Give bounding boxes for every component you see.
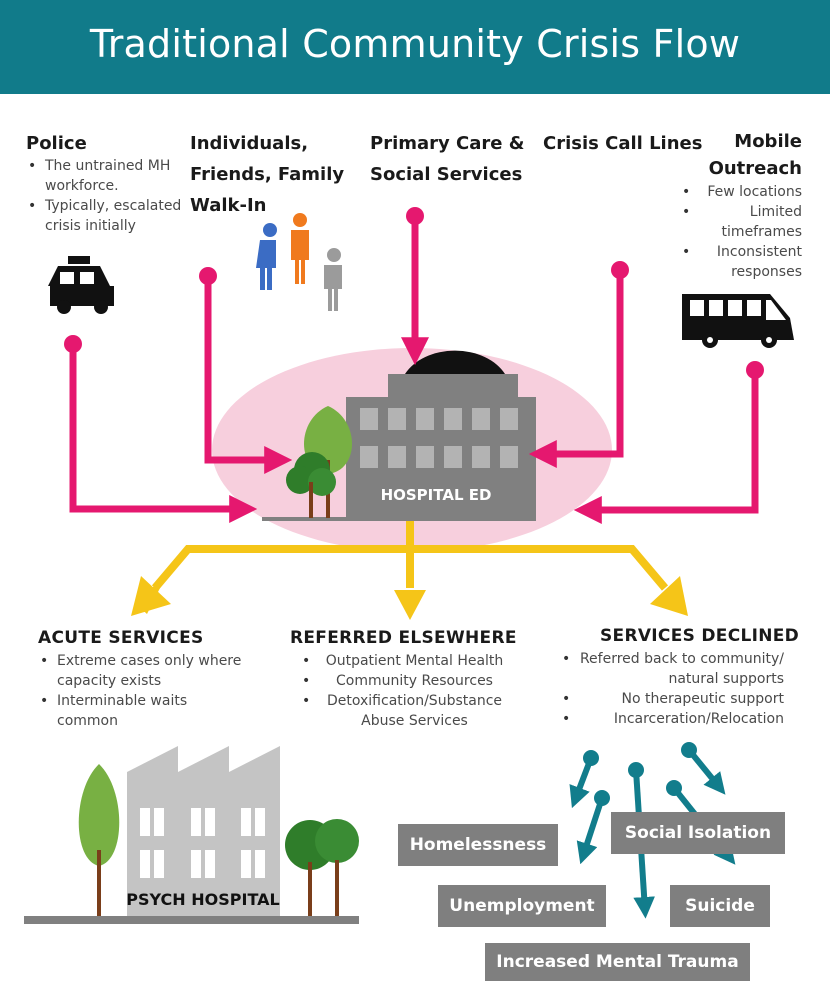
bullet-item: Referred back to community/ natural supp…	[560, 649, 784, 689]
bus-icon	[682, 294, 794, 348]
arrowhead-declined	[650, 576, 688, 616]
source-mobile-title: Mobile Outreach	[708, 131, 802, 179]
bullet-item: Community Resources	[300, 671, 510, 691]
consequence-unemployment: Unemployment	[438, 885, 606, 927]
psych-hospital-building	[24, 746, 359, 924]
bullet-item: Limited timeframes	[680, 202, 802, 242]
bullet-item: Inconsistent responses	[680, 242, 802, 282]
page-title: Traditional Community Crisis Flow	[89, 22, 741, 66]
hospital-ed-building	[262, 350, 536, 521]
arrow-police	[69, 344, 258, 523]
source-police-title: Police	[26, 133, 87, 154]
inflow-arrows	[69, 216, 759, 524]
dot-individuals	[199, 267, 217, 285]
arrowhead-referred	[394, 590, 426, 620]
outcome-referred-bullets: Outpatient Mental Health Community Resou…	[300, 651, 510, 731]
consequence-suicide: Suicide	[670, 885, 770, 927]
dot-crisis-lines	[611, 261, 629, 279]
outcome-declined-bullets: Referred back to community/ natural supp…	[560, 649, 784, 729]
bullet-item: Typically, escalated crisis initially	[26, 196, 186, 236]
dot-police	[64, 335, 82, 353]
outcome-referred-title: REFERRED ELSEWHERE	[290, 628, 517, 648]
hospital-ed-label: HOSPITAL ED	[381, 486, 492, 504]
bullet-item: No therapeutic support	[560, 689, 784, 709]
bullet-item: Extreme cases only where capacity exists	[38, 651, 243, 691]
arrow-individuals	[204, 276, 293, 474]
outcome-acute-title: ACUTE SERVICES	[38, 628, 204, 648]
bullet-item: Few locations	[680, 182, 802, 202]
outcome-declined-title: SERVICES DECLINED	[600, 626, 800, 646]
outflow-arrows	[151, 521, 669, 591]
source-crisis-lines-title: Crisis Call Lines	[543, 133, 703, 154]
bullet-item: Outpatient Mental Health	[300, 651, 510, 671]
people-icon	[256, 213, 342, 311]
consequence-social-isolation: Social Isolation	[611, 812, 785, 854]
bullet-item: The untrained MH workforce.	[26, 156, 186, 196]
source-mobile-bullets: Few locations Limited timeframes Inconsi…	[680, 182, 802, 282]
bullet-item: Incarceration/Relocation	[560, 709, 784, 729]
bullet-item: Detoxification/Substance Abuse Services	[300, 691, 510, 731]
dot-mobile	[746, 361, 764, 379]
header-banner: Traditional Community Crisis Flow	[0, 0, 830, 94]
source-primary-care-title: Primary Care & Social Services	[370, 133, 525, 185]
arrow-crisis-lines	[528, 270, 624, 468]
bullet-item: Interminable waits common	[38, 691, 243, 731]
outcome-acute-bullets: Extreme cases only where capacity exists…	[38, 651, 243, 731]
hospital-trees-icon	[286, 406, 352, 518]
dot-primary-care	[406, 207, 424, 225]
consequence-homelessness: Homelessness	[398, 824, 558, 866]
psych-hospital-label: PSYCH HOSPITAL	[126, 890, 279, 909]
taxi-icon	[48, 256, 114, 314]
consequence-increased-mental-trauma: Increased Mental Trauma	[485, 943, 750, 981]
source-individuals-title: Individuals, Friends, Family Walk-In	[190, 133, 345, 216]
arrowhead-acute	[131, 572, 171, 616]
source-police-bullets: The untrained MH workforce. Typically, e…	[26, 156, 186, 236]
psych-trees-icon	[78, 764, 359, 916]
arrow-mobile	[573, 370, 759, 524]
